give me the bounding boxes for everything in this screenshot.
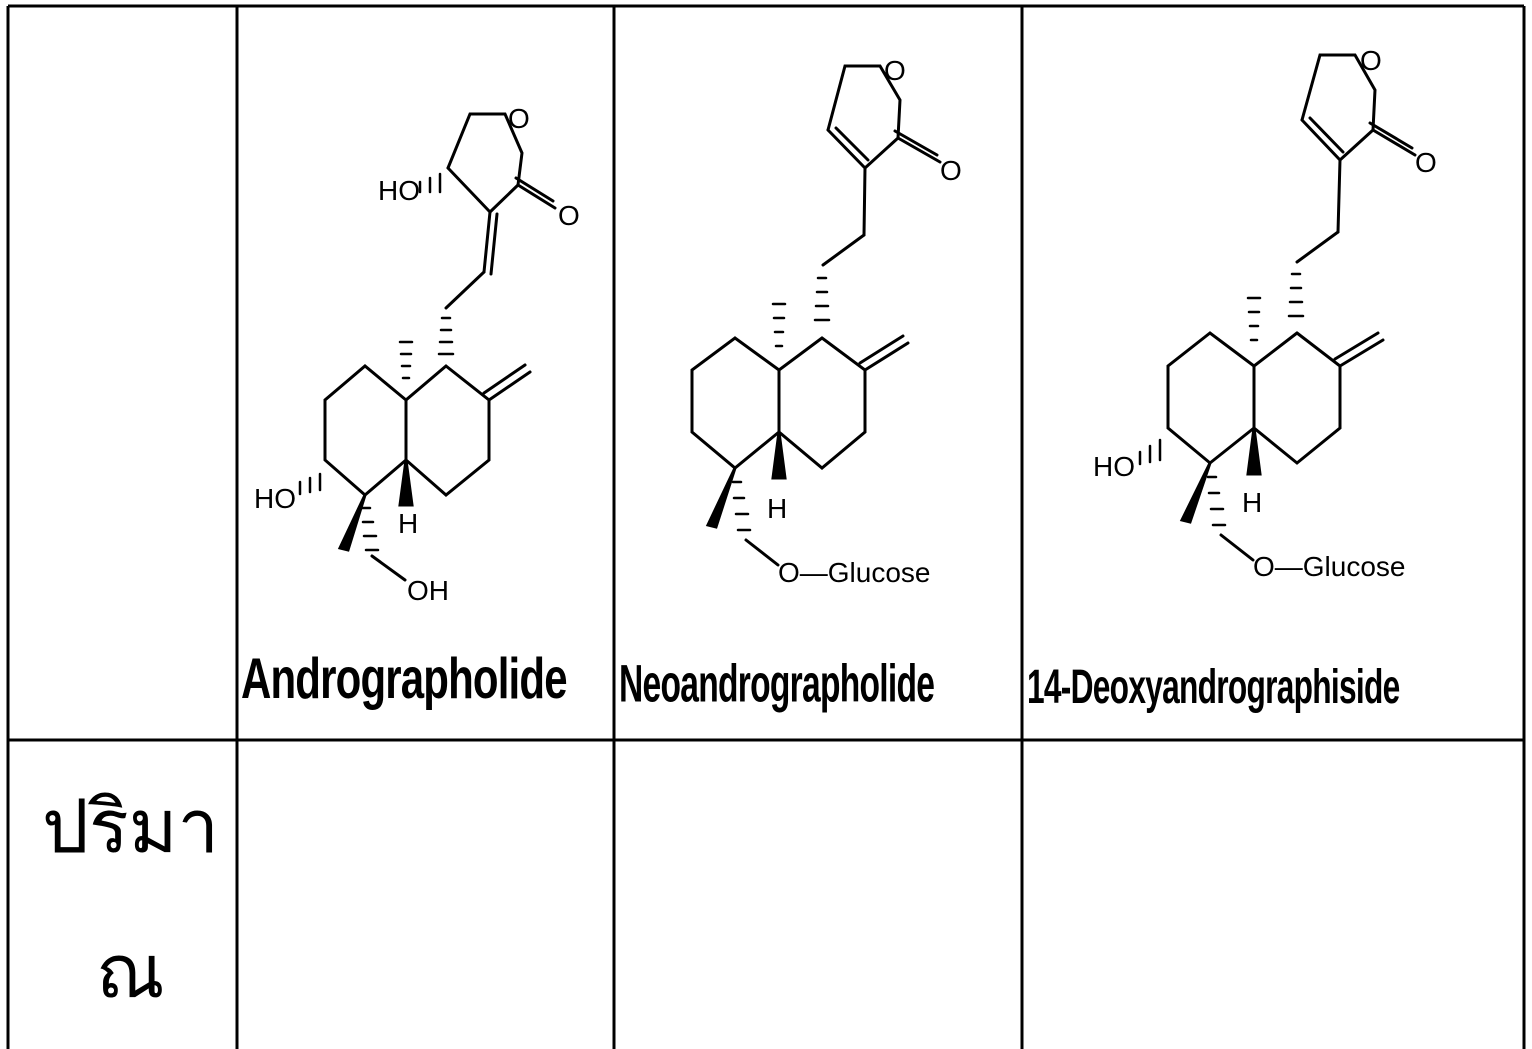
neo-h-label: H: [767, 493, 787, 524]
deoxy-carbonyl-o-label: O: [1415, 147, 1437, 178]
andro-ho-left-label: HO: [254, 483, 296, 514]
compound-name-andrographolide: Andrographolide: [241, 646, 568, 711]
neo-ring-o-label: O: [884, 55, 906, 86]
andro-oh-label: OH: [407, 575, 449, 606]
deoxyandrographiside-structure: [1138, 53, 1417, 562]
andrographolide-structure: [298, 112, 557, 582]
andro-h-label: H: [398, 508, 418, 539]
andro-ring-o-label: O: [508, 103, 530, 134]
compound-name-14-deoxyandrographiside: 14-Deoxyandrographiside: [1027, 660, 1400, 714]
neo-glucose-label: O—Glucose: [778, 557, 931, 588]
neo-carbonyl-o-label: O: [940, 155, 962, 186]
deoxy-h-label: H: [1242, 487, 1262, 518]
deoxy-ho-left-label: HO: [1093, 451, 1135, 482]
deoxy-ring-o-label: O: [1360, 45, 1382, 76]
row-label-quantity-line1: ปริมา: [42, 784, 220, 870]
andro-carbonyl-o-label: O: [558, 200, 580, 231]
row-label-quantity-line2: ณ: [96, 929, 165, 1015]
deoxy-glucose-label: O—Glucose: [1253, 551, 1406, 582]
compound-name-neoandrographolide: Neoandrographolide: [619, 653, 935, 713]
andro-ho-top-label: HO: [378, 175, 420, 206]
neoandrographolide-structure: [690, 64, 942, 567]
